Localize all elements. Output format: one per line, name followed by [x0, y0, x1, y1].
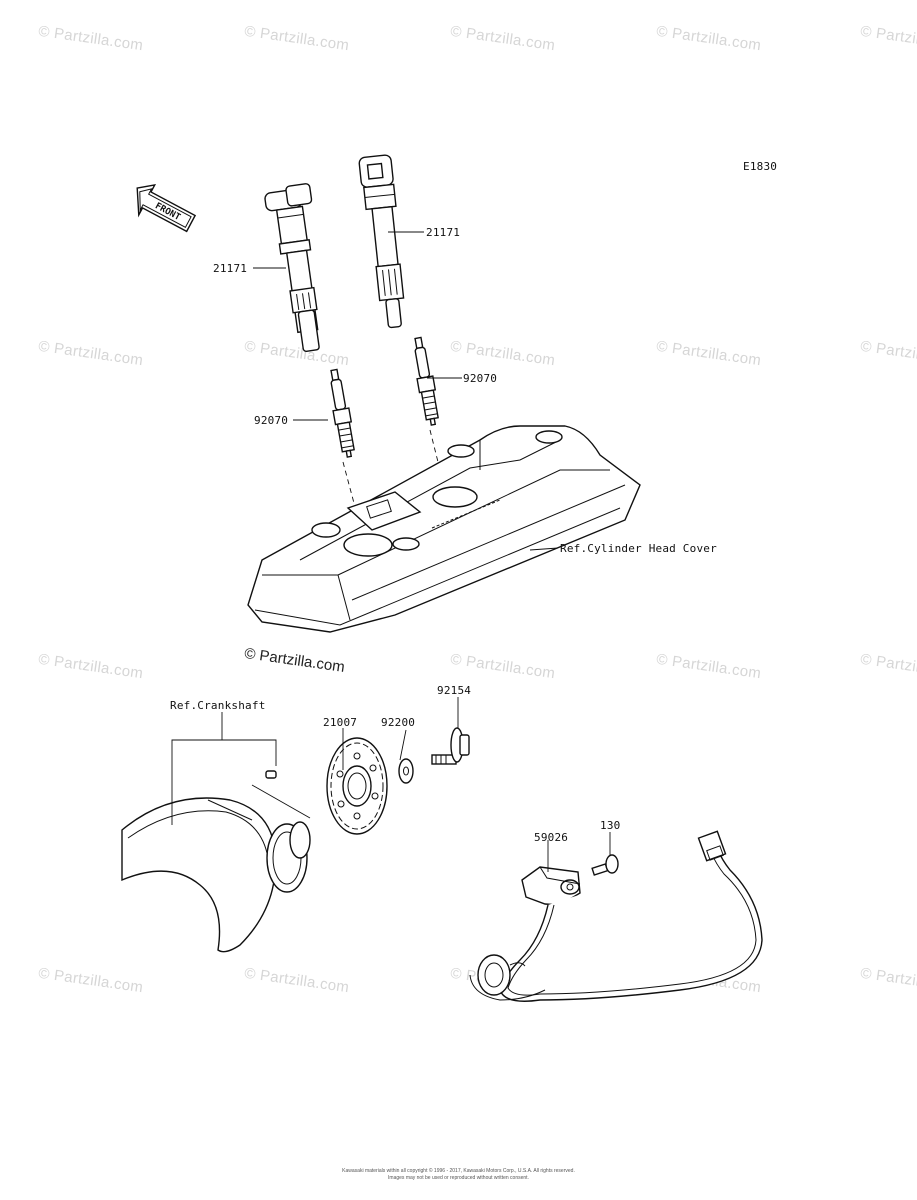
spark-plug-right[interactable] — [410, 336, 441, 426]
timing-rotor[interactable] — [326, 737, 388, 835]
front-arrow-icon: FRONT — [136, 184, 197, 233]
copyright-line: Kawasaki materials within all copyright … — [342, 1168, 575, 1174]
diagram-code: E1830 — [743, 160, 778, 173]
part-label-bolt-rotor[interactable]: 92154 — [437, 684, 472, 697]
harness-connector — [697, 830, 727, 862]
part-label-rotor[interactable]: 21007 — [323, 716, 358, 729]
washer[interactable] — [398, 758, 414, 784]
spark-plug-left[interactable] — [326, 368, 357, 458]
crankshaft — [121, 770, 311, 953]
sensor-bolt[interactable] — [591, 854, 619, 876]
part-label-bolt-sensor[interactable]: 130 — [600, 819, 621, 832]
cylinder-head-cover — [247, 425, 641, 633]
ignition-coil-left[interactable] — [264, 183, 333, 354]
ref-label-head-cover: Ref.Cylinder Head Cover — [560, 542, 717, 555]
part-label-plug-right[interactable]: 92070 — [463, 372, 498, 385]
part-label-plug-left[interactable]: 92070 — [254, 414, 289, 427]
part-label-sensor[interactable]: 59026 — [534, 831, 569, 844]
ref-label-crankshaft: Ref.Crankshaft — [170, 699, 266, 712]
ignition-coil-right[interactable] — [358, 154, 409, 329]
part-label-washer[interactable]: 92200 — [381, 716, 416, 729]
sensor-wiring-harness — [469, 830, 763, 1002]
copyright-line-2: Images may not be used or reproduced wit… — [388, 1175, 529, 1181]
part-label-coil-left[interactable]: 21171 — [213, 262, 248, 275]
part-label-coil-right[interactable]: 21171 — [426, 226, 461, 239]
crank-position-sensor[interactable] — [521, 866, 581, 906]
rotor-bolt[interactable] — [431, 727, 470, 765]
crankshaft-key — [265, 770, 277, 779]
